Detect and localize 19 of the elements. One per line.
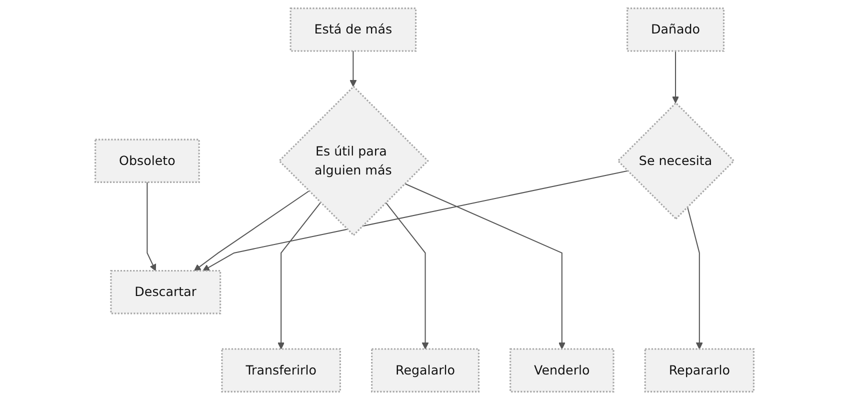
node-box: Descartar	[110, 270, 222, 314]
node-box: Regalarlo	[371, 348, 480, 392]
arrow	[404, 183, 566, 350]
arrow	[385, 202, 429, 350]
node-diamond: Se necesita	[616, 102, 735, 220]
node-box: Dañado	[626, 8, 724, 52]
arrow	[350, 51, 357, 87]
node-box: Transferirlo	[221, 348, 341, 392]
node-diamond: Es útil para alguien más	[278, 85, 429, 236]
arrow	[672, 51, 679, 104]
arrow	[278, 202, 321, 350]
arrow	[194, 190, 310, 272]
node-box: Venderlo	[510, 348, 614, 392]
arrow	[146, 182, 156, 272]
arrow	[686, 206, 703, 350]
node-box: Repararlo	[644, 348, 754, 392]
arrow	[202, 170, 628, 272]
node-box: Está de más	[290, 8, 417, 52]
node-box: Obsoleto	[94, 138, 200, 183]
